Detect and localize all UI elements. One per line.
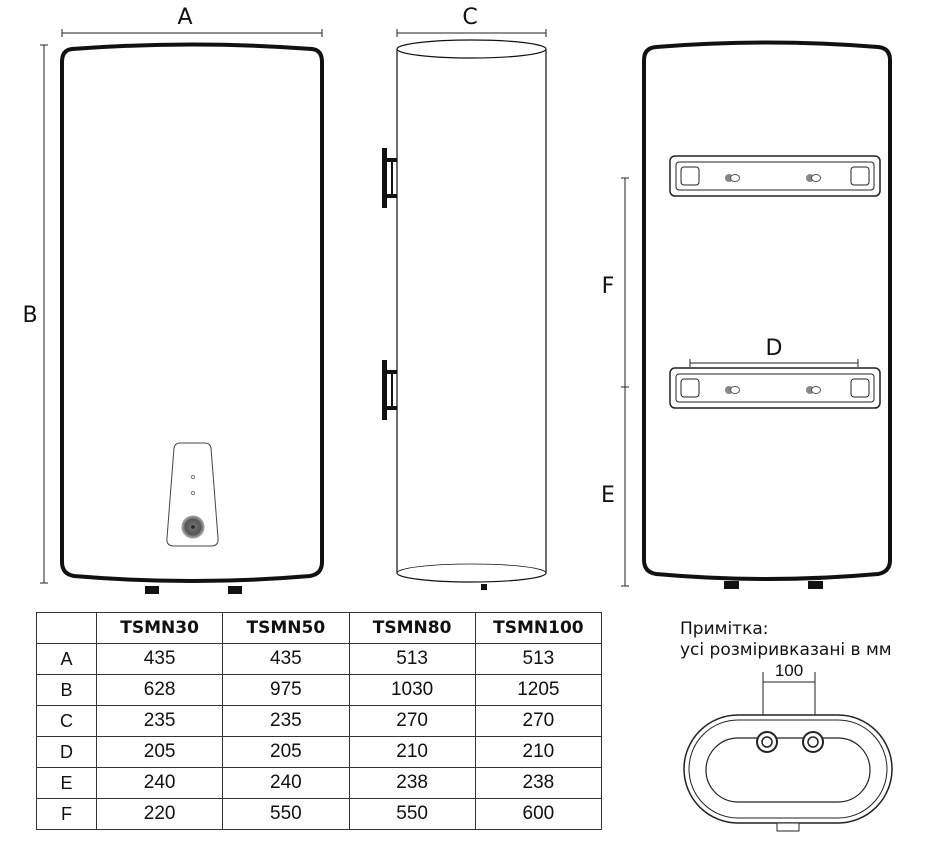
- table-cell: 235: [95, 705, 224, 737]
- table-header-cell: TSMN80: [348, 612, 476, 644]
- bottom-outer-shell: [683, 714, 893, 824]
- table-row: B 628 975 1030 1205: [36, 674, 603, 706]
- note-text: усі розміривказані в мм: [680, 640, 892, 660]
- pipe-spacing-label: 100: [775, 661, 803, 680]
- side-view: C: [382, 5, 547, 590]
- table-cell: 235: [222, 705, 350, 737]
- back-view: F E D: [601, 40, 892, 589]
- table-header-cell: TSMN100: [474, 612, 603, 644]
- note-block: Примітка: усі розміривказані в мм: [680, 619, 892, 661]
- table-header-cell: [36, 612, 97, 644]
- table-cell: 240: [222, 767, 350, 799]
- table-cell: 435: [222, 643, 350, 675]
- table-header-row: TSMN30 TSMN50 TSMN80 TSMN100: [36, 612, 603, 644]
- table-header-cell: TSMN50: [222, 612, 350, 644]
- indicator-light-top: [190, 474, 195, 479]
- side-bracket-bottom: [382, 360, 397, 420]
- table-cell: 205: [95, 736, 224, 768]
- table-header-cell: TSMN30: [95, 612, 224, 644]
- table-row: E 240 240 238 238: [36, 767, 603, 799]
- table-cell: 210: [348, 736, 476, 768]
- row-label: C: [36, 705, 97, 737]
- table-cell: 513: [474, 643, 603, 675]
- side-outlet: [481, 584, 487, 590]
- table-row: D 205 205 210 210: [36, 736, 603, 768]
- table-cell: 220: [95, 798, 224, 830]
- table-cell: 600: [474, 798, 603, 830]
- row-label: B: [36, 674, 97, 706]
- dimensions-table: TSMN30 TSMN50 TSMN80 TSMN100 A 435 435 5…: [36, 612, 603, 830]
- dimension-b-label: B: [22, 303, 37, 328]
- table-row: F 220 550 550 600: [36, 798, 603, 830]
- mounting-plate-top: [669, 155, 881, 197]
- front-view: A B: [22, 5, 324, 594]
- dimension-e-label: E: [601, 483, 615, 508]
- mounting-plate-bottom: [669, 367, 881, 409]
- front-outlet-left: [145, 586, 159, 594]
- back-tank-body: [642, 40, 892, 581]
- dimension-f-label: F: [602, 274, 615, 299]
- front-tank-body: [60, 42, 324, 583]
- row-label: E: [36, 767, 97, 799]
- table-cell: 1205: [474, 674, 603, 706]
- front-outlet-right: [228, 586, 242, 594]
- table-cell: 205: [222, 736, 350, 768]
- table-cell: 240: [95, 767, 224, 799]
- table-row: A 435 435 513 513: [36, 643, 603, 675]
- table-cell: 975: [222, 674, 350, 706]
- table-cell: 270: [474, 705, 603, 737]
- row-label: A: [36, 643, 97, 675]
- bottom-inner-recess: [705, 737, 871, 803]
- dimension-a-label: A: [177, 5, 192, 30]
- table-cell: 238: [348, 767, 476, 799]
- back-outlet-left: [724, 581, 739, 589]
- table-cell: 513: [348, 643, 476, 675]
- row-label: F: [36, 798, 97, 830]
- table-cell: 270: [348, 705, 476, 737]
- table-cell: 628: [95, 674, 224, 706]
- indicator-light-bottom: [190, 490, 195, 495]
- side-bracket-top: [382, 148, 397, 208]
- note-title: Примітка:: [680, 619, 769, 639]
- pipe-right-icon: [802, 731, 824, 753]
- table-cell: 550: [348, 798, 476, 830]
- bottom-drain: [776, 822, 800, 832]
- table-cell: 1030: [348, 674, 476, 706]
- dimension-c-label: C: [462, 5, 477, 30]
- row-label: D: [36, 736, 97, 768]
- pipe-left-icon: [756, 731, 778, 753]
- side-tank-bottom: [396, 572, 547, 583]
- back-outlet-right: [808, 581, 823, 589]
- table-cell: 550: [222, 798, 350, 830]
- dimension-d-label: D: [766, 336, 783, 361]
- table-cell: 210: [474, 736, 603, 768]
- table-cell: 238: [474, 767, 603, 799]
- table-row: C 235 235 270 270: [36, 705, 603, 737]
- table-cell: 435: [95, 643, 224, 675]
- side-tank-top: [396, 39, 547, 59]
- bottom-view: 100: [683, 661, 893, 832]
